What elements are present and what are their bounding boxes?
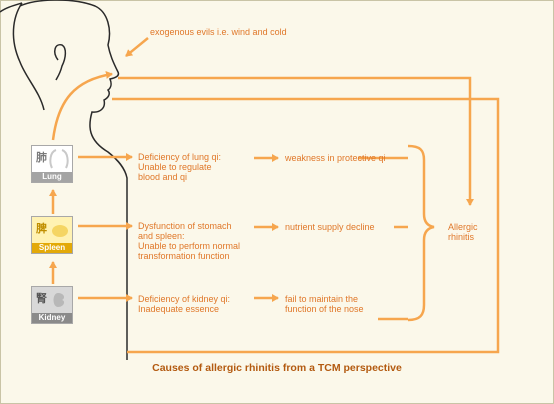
outcome-brace — [407, 144, 435, 322]
exogenous-arrow — [125, 37, 149, 57]
kidney-effect-text: fail to maintain the function of the nos… — [285, 294, 364, 314]
head-back — [12, 2, 45, 111]
nose-to-outcome-line-top — [118, 76, 474, 206]
spleen-cause-text: Dysfunction of stomach and spleen: Unabl… — [138, 221, 241, 261]
organ-lung: 肺 Lung — [31, 145, 73, 183]
head-silhouette — [0, 0, 128, 360]
nose-to-outcome-line-bottom — [112, 97, 500, 354]
organ-label: Lung — [32, 172, 72, 182]
organ-label: Kidney — [32, 313, 72, 323]
spleen-effect-text: nutrient supply decline — [285, 222, 375, 232]
lung-icon: 肺 — [32, 146, 72, 172]
organ-glyph: 腎 — [36, 292, 47, 305]
organ-glyph: 肺 — [36, 151, 47, 164]
lung-cause-text: Deficiency of lung qi: Unable to regulat… — [138, 152, 222, 182]
spleen-icon: 脾 — [32, 217, 72, 243]
organ-glyph: 脾 — [36, 222, 47, 235]
kidney-cause-text: Deficiency of kidney qi: Inadequate esse… — [138, 294, 231, 314]
kidney-icon: 腎 — [32, 287, 72, 313]
ear-icon — [54, 43, 67, 81]
outcome-label: Allergic rhinitis — [448, 222, 478, 242]
organ-spleen: 脾 Spleen — [31, 216, 73, 254]
organ-kidney: 腎 Kidney — [31, 286, 73, 324]
organ-label: Spleen — [32, 243, 72, 253]
lung-to-nose-arrow — [51, 71, 113, 141]
exogenous-label: exogenous evils i.e. wind and cold — [150, 27, 287, 37]
lung-effect-text: weakness in protective qi — [285, 153, 386, 163]
figure-caption: Causes of allergic rhinitis from a TCM p… — [152, 362, 402, 374]
